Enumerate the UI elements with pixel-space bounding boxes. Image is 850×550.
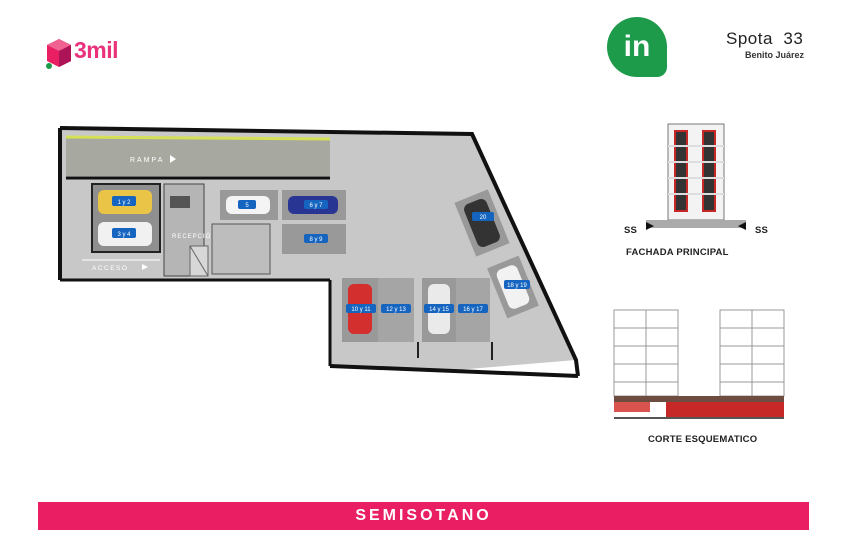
facade-drawing [646,123,746,230]
access-label: ACCESO [92,265,128,272]
space-6-7: 6 y 7 [309,203,323,209]
facade-ss-left: SS [624,225,638,236]
project-title: Spota 33 [726,29,804,48]
space-1-2: 1 y 2 [117,200,131,206]
space-3-4: 3 y 4 [117,232,131,238]
section-drawing [613,309,785,419]
space-8-9: 8 y 9 [309,237,323,243]
space-16-17: 16 y 17 [463,307,483,313]
space-10-11: 10 y 11 [351,307,371,313]
ramp [66,138,330,176]
brand-name: 3mil [74,37,119,63]
space-14-15: 14 y 15 [429,307,449,313]
space-5: 5 [245,203,249,209]
cube-icon [46,39,71,69]
space-20: 20 [480,215,487,221]
section-caption: CORTE ESQUEMATICO [648,434,758,445]
level-banner: SEMISOTANO [38,502,809,530]
project-subtitle: Benito Juárez [745,50,805,60]
facade-ss-right: SS [755,225,769,236]
floor-plan: RAMPA 1 y 2 3 y 4 ACCESO RECEPCIÓN 5 6 y… [58,126,580,378]
reception-label: RECEPCIÓN [172,233,217,240]
space-12-13: 12 y 13 [386,307,406,313]
space-18-19: 18 y 19 [507,283,527,289]
facade-caption: FACHADA PRINCIPAL [626,247,729,258]
ramp-label: RAMPA [130,157,164,164]
in-badge: in [607,17,667,77]
